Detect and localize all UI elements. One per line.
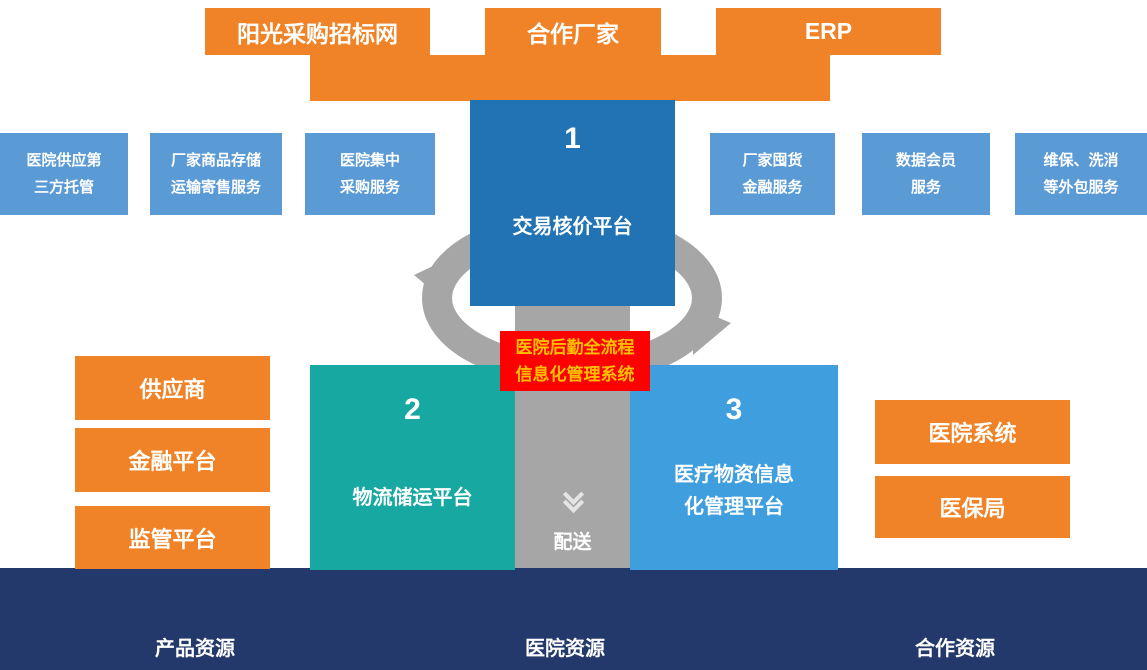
service-label-line1: 厂家商品存储 [170,152,261,169]
service-maintenance-outsourcing: 维保、洗消 等外包服务 [1015,133,1147,215]
service-manufacturer-storage-consignment: 厂家商品存储 运输寄售服务 [150,133,282,215]
platform-name-line1: 医疗物资信息 [674,464,794,486]
node-label: 监管平台 [128,526,217,552]
platform-number: 3 [725,393,743,426]
service-manufacturer-stock-finance: 厂家囤货 金融服务 [710,133,835,215]
node-finance-platform: 金融平台 [75,428,270,492]
service-label-line1: 医院集中 [339,152,400,169]
platform-medical-materials-info-management: 3 医疗物资信息 化管理平台 [630,365,838,570]
top-connector-band [310,55,830,101]
bottom-label-cooperation-resources: 合作资源 [915,638,995,660]
node-label: 合作厂家 [527,20,619,47]
bottom-label-hospital-resources: 医院资源 [525,638,605,660]
cycle-arrowhead-left [414,257,452,307]
node-label: 供应商 [139,377,206,402]
service-label-line2: 金融服务 [742,179,803,196]
platform-number: 1 [564,122,581,155]
node-label: 医院系统 [928,421,1017,446]
node-supervision-platform: 监管平台 [75,506,270,569]
service-hospital-centralized-procurement: 医院集中 采购服务 [305,133,435,215]
service-label-line1: 维保、洗消 [1043,152,1119,169]
node-hospital-system: 医院系统 [875,400,1070,464]
node-partner-manufacturers: 合作厂家 [485,8,661,55]
service-label-line2: 运输寄售服务 [170,179,261,196]
platform-trading-price-check: 1 交易核价平台 [470,100,675,306]
node-label: 金融平台 [128,449,217,474]
platform-number: 2 [404,393,421,426]
platform-name-line2: 化管理平台 [684,496,784,518]
node-sunshine-procurement-network: 阳光采购招标网 [205,8,430,55]
service-label-line2: 等外包服务 [1043,179,1119,196]
platform-logistics-storage: 2 物流储运平台 [310,365,515,570]
node-label: ERP [804,18,853,44]
bottom-resources-bar [0,568,1147,670]
service-data-membership: 数据会员 服务 [862,133,990,215]
node-supplier: 供应商 [75,356,270,420]
node-label: 阳光采购招标网 [237,20,398,47]
node-label: 医保局 [939,496,1006,521]
service-label-line1: 厂家囤货 [742,152,803,169]
chevron-down-icon [556,483,590,514]
service-label-line1: 数据会员 [895,152,956,169]
service-label-line1: 医院供应第 [26,152,102,169]
platform-name: 交易核价平台 [512,216,633,238]
core-system-line1: 医院后勤全流程 [515,337,635,357]
platform-name: 物流储运平台 [352,487,473,509]
cycle-arrowhead-right [693,307,731,355]
node-medical-insurance-bureau: 医保局 [875,476,1070,538]
node-erp: ERP [716,8,941,55]
service-label-line2: 采购服务 [339,179,400,196]
core-system-red-box: 医院后勤全流程 信息化管理系统 [500,331,650,391]
connector-label: 配送 [553,532,592,553]
bottom-label-product-resources: 产品资源 [155,638,235,660]
service-label-line2: 服务 [910,179,941,196]
core-system-line2: 信息化管理系统 [515,365,635,384]
service-label-line2: 三方托管 [33,179,94,196]
service-hospital-supply-custody: 医院供应第 三方托管 [0,133,128,215]
